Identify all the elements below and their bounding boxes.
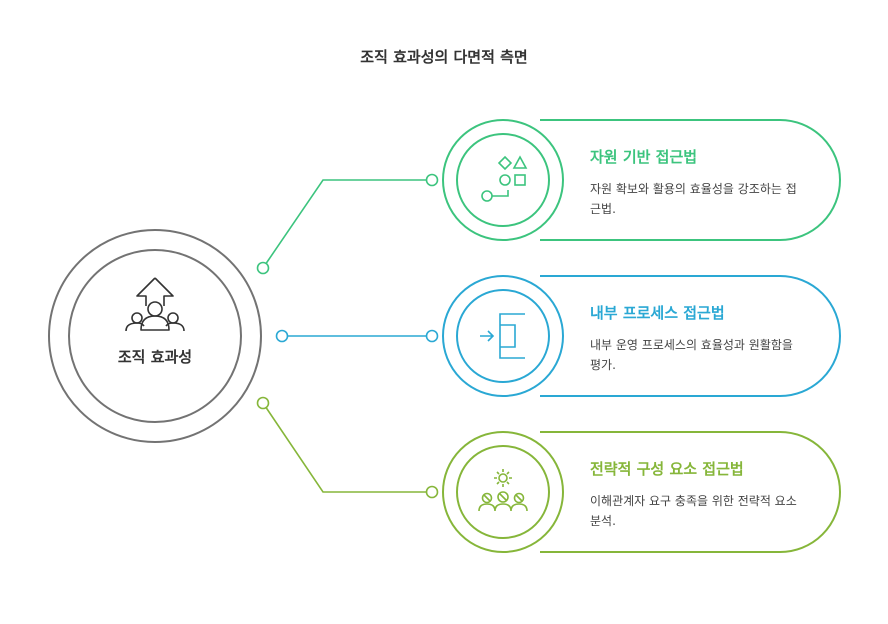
connector-dot-start: [275, 329, 289, 343]
card-title: 자원 기반 접근법: [590, 148, 698, 166]
card-description: 이해관계자 요구 충족을 위한 전략적 요소 분석.: [590, 494, 797, 528]
arrow-into-bracket-icon: [480, 313, 525, 359]
card-resource: [442, 119, 841, 241]
card-description: 자원 확보와 활용의 효율성을 강조하는 접근법.: [590, 182, 797, 216]
connector-dot-start: [256, 261, 270, 275]
connector-process: [275, 329, 439, 343]
person-group-arrow-up-icon: [125, 277, 185, 332]
card-title: 전략적 구성 요소 접근법: [590, 460, 744, 478]
card-strategy: [442, 431, 841, 553]
connector-strategy: [256, 396, 439, 499]
center-node: [48, 229, 262, 443]
connector-dot-end: [425, 329, 439, 343]
page-title: 조직 효과성의 다면적 측면: [360, 48, 528, 66]
card-description: 내부 운영 프로세스의 효율성과 원활함을 평가.: [590, 338, 793, 372]
card-resource-text: 자원 기반 접근법 자원 확보와 활용의 효율성을 강조하는 접근법.: [590, 146, 800, 219]
card-title: 내부 프로세스 접근법: [590, 304, 725, 322]
card-strategy-text: 전략적 구성 요소 접근법 이해관계자 요구 충족을 위한 전략적 요소 분석.: [590, 458, 800, 531]
stakeholders-gear-icon: [478, 469, 528, 512]
shapes-icon: [481, 155, 528, 202]
card-process-text: 내부 프로세스 접근법 내부 운영 프로세스의 효율성과 원활함을 평가.: [590, 302, 800, 375]
connector-dot-end: [425, 173, 439, 187]
center-label: 조직 효과성: [117, 348, 193, 366]
connector-dot-end: [425, 485, 439, 499]
card-process: [442, 275, 841, 397]
connector-dot-start: [256, 396, 270, 410]
connector-resource: [256, 173, 439, 275]
